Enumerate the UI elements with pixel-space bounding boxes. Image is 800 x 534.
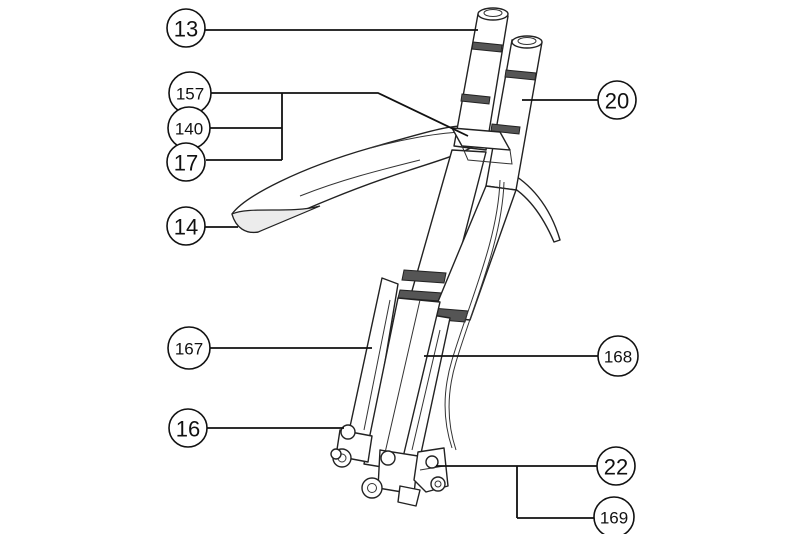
callout-14-label: 14 xyxy=(174,215,198,240)
brake-line xyxy=(444,179,501,449)
callout-140: 140 xyxy=(167,106,211,150)
leader-lines xyxy=(205,29,599,519)
callout-157-label: 157 xyxy=(176,85,204,104)
callout-169: 169 xyxy=(593,496,635,534)
callout-167-label: 167 xyxy=(175,340,203,359)
triple-clamp xyxy=(451,127,513,165)
callout-13: 13 xyxy=(166,8,206,48)
callout-20: 20 xyxy=(597,80,637,120)
callout-167: 167 xyxy=(167,326,211,370)
callout-22: 22 xyxy=(596,446,636,486)
fork-leg-left xyxy=(397,7,509,331)
axle-lug-right xyxy=(361,449,421,507)
callout-168-label: 168 xyxy=(604,348,632,367)
callout-16: 16 xyxy=(168,408,208,448)
callout-13-label: 13 xyxy=(174,17,198,42)
callout-17-label: 17 xyxy=(174,151,198,176)
callout-22-label: 22 xyxy=(604,455,628,480)
callout-17: 17 xyxy=(166,142,206,182)
callout-168: 168 xyxy=(597,335,639,377)
axle-lug-left xyxy=(330,424,373,468)
callout-14: 14 xyxy=(166,206,206,246)
callout-20-label: 20 xyxy=(605,89,629,114)
callout-169-label: 169 xyxy=(600,509,628,528)
leader-157 xyxy=(211,92,469,137)
brake-caliper xyxy=(413,447,449,493)
callout-16-label: 16 xyxy=(176,417,200,442)
brake-line-2 xyxy=(448,181,505,451)
callout-140-label: 140 xyxy=(175,120,203,139)
